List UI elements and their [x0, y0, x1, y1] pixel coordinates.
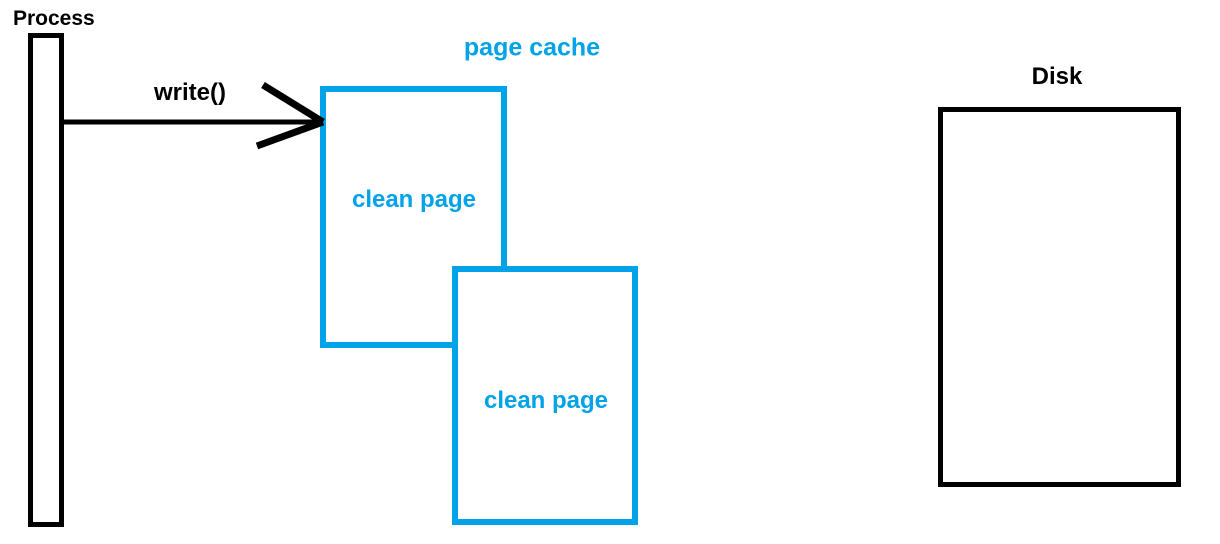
clean-page-box-2	[452, 266, 638, 525]
clean-page-label-1: clean page	[351, 186, 477, 213]
page-cache-label: page cache	[463, 33, 601, 62]
disk-box	[938, 107, 1181, 487]
process-label: Process	[13, 7, 95, 30]
write-arrowhead-upper	[261, 82, 325, 125]
disk-label: Disk	[1031, 63, 1083, 90]
process-lifeline-bar	[28, 33, 64, 527]
clean-page-label-2: clean page	[483, 387, 609, 414]
write-arrowhead-lower	[255, 118, 325, 150]
write-call-label: write()	[154, 79, 226, 106]
